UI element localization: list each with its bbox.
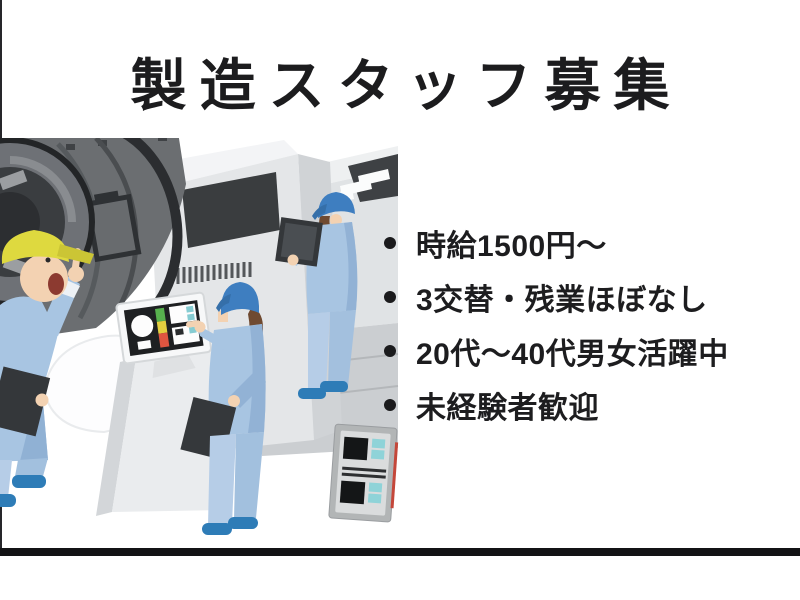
- benefit-item-beginners: 未経験者歓迎: [384, 388, 729, 425]
- bottom-bar: [0, 548, 800, 556]
- bullet-dot: [384, 291, 396, 303]
- benefit-item-shift: 3交替・残業ほぼなし: [384, 280, 729, 317]
- gauge-monitor: [115, 291, 212, 379]
- gauge-bar-green: [154, 307, 166, 322]
- bullet-dot: [384, 345, 396, 357]
- benefit-item-ages: 20代〜40代男女活躍中: [384, 334, 729, 371]
- gauge-dial: [131, 314, 154, 337]
- panel-screen: [339, 480, 366, 505]
- factory-illustration: [0, 138, 399, 535]
- bullet-dot: [384, 237, 396, 249]
- benefit-item-wage: 時給1500円〜: [384, 226, 729, 263]
- benefits-list: 時給1500円〜 3交替・残業ほぼなし 20代〜40代男女活躍中 未経験者歓迎: [384, 226, 729, 442]
- worker-woman-blue-helmet: [180, 282, 266, 535]
- gauge-bar-yellow: [156, 320, 168, 334]
- benefit-label: 3交替・残業ほぼなし: [416, 284, 708, 317]
- gauge-bar-red: [158, 332, 170, 348]
- worker-man-blue-helmet: [275, 192, 358, 399]
- worker-yellow-helmet: [0, 230, 94, 507]
- benefit-label: 時給1500円〜: [416, 230, 607, 263]
- page-title: 製造スタッフ募集: [130, 54, 683, 117]
- benefit-label: 20代〜40代男女活躍中: [416, 338, 729, 371]
- bullet-dot: [384, 399, 396, 411]
- panel-screen: [342, 436, 369, 461]
- control-panel-box: [328, 423, 399, 523]
- benefit-label: 未経験者歓迎: [416, 392, 599, 425]
